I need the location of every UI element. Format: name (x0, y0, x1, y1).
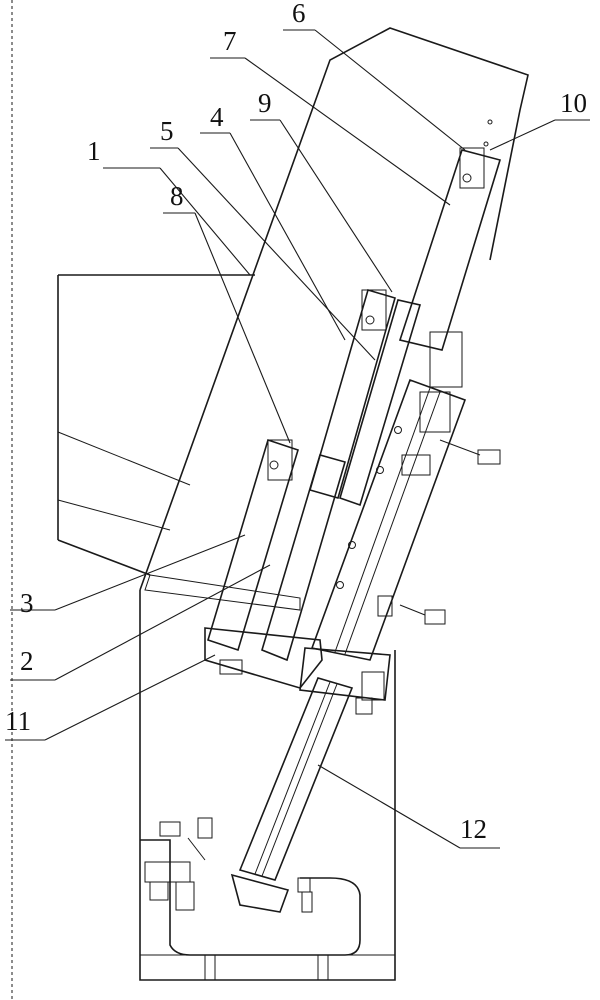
label-2: 2 (20, 646, 34, 676)
bottom-left-fitting (144, 817, 213, 911)
hopper-body (57, 274, 255, 576)
cylinder-12 (230, 677, 354, 913)
label-1: 1 (87, 136, 101, 166)
label-6: 6 (292, 0, 306, 28)
label-4: 4 (210, 102, 224, 132)
label-5: 5 (160, 116, 174, 146)
label-9: 9 (258, 88, 272, 118)
inclined-plate (139, 27, 529, 591)
base-cutout (140, 839, 361, 956)
upper-cylinder-block (309, 289, 422, 507)
label-8: 8 (170, 181, 184, 211)
guide-column (310, 378, 467, 661)
right-fittings (377, 331, 501, 625)
base-frame (139, 574, 396, 981)
clamp-block (299, 647, 391, 715)
label-12: 12 (460, 814, 487, 844)
label-3: 3 (20, 588, 34, 618)
top-rod (398, 119, 502, 351)
label-10: 10 (560, 88, 587, 118)
label-7: 7 (223, 26, 237, 56)
label-11: 11 (5, 706, 31, 736)
lower-cylinder-block (204, 438, 346, 689)
leader-lines (5, 29, 590, 849)
